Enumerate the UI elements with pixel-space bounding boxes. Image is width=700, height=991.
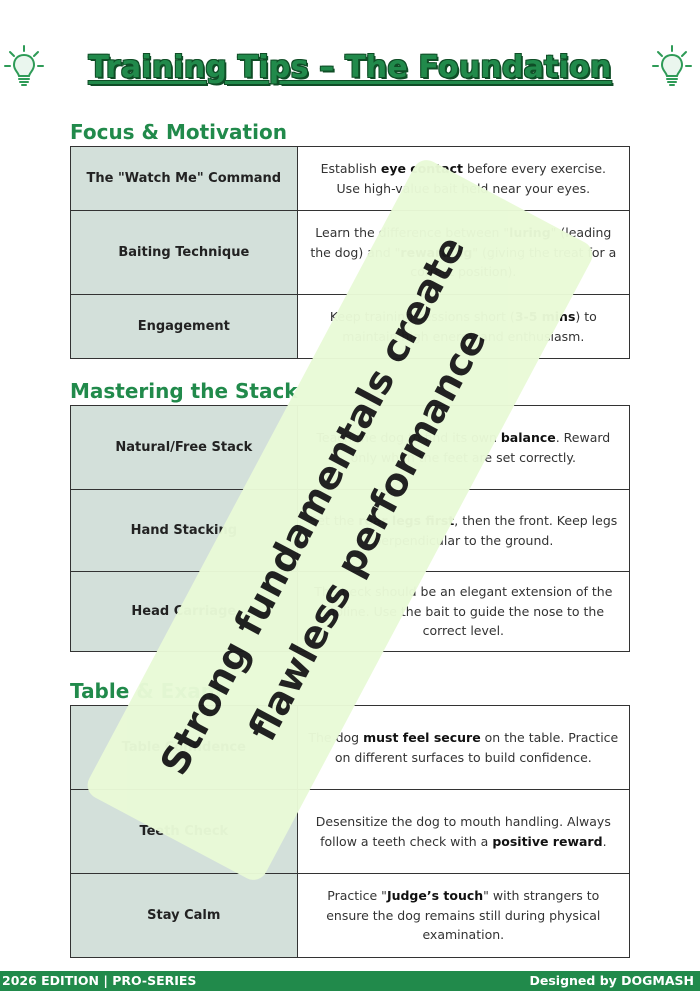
description-cell: Practice "Judge’s touch" with strangers … bbox=[296, 873, 631, 958]
topic-cell: The "Watch Me" Command bbox=[70, 146, 298, 211]
section-title: Mastering the Stack bbox=[70, 379, 298, 403]
topic-cell: Engagement bbox=[70, 294, 298, 359]
description-cell: Establish eye contact before every exerc… bbox=[296, 146, 631, 211]
footer-bar: 2026 EDITION | PRO-SERIES Designed by DO… bbox=[0, 971, 700, 991]
title-row: Training Tips – The Foundation bbox=[0, 40, 700, 100]
designer-credit: Designed by DOGMASH bbox=[529, 973, 695, 988]
page-title: Training Tips – The Foundation bbox=[88, 50, 612, 85]
description-cell: The dog must feel secure on the table. P… bbox=[296, 705, 631, 790]
edition-label: 2026 EDITION | PRO-SERIES bbox=[2, 973, 197, 988]
table-row: Stay Calm Practice "Judge’s touch" with … bbox=[70, 873, 631, 958]
lightbulb-icon bbox=[4, 45, 44, 86]
topic-cell: Baiting Technique bbox=[70, 210, 298, 295]
description-cell: Desensitize the dog to mouth handling. A… bbox=[296, 789, 631, 874]
topic-cell: Stay Calm bbox=[70, 873, 298, 958]
section-title: Focus & Motivation bbox=[70, 120, 287, 144]
lightbulb-icon bbox=[652, 45, 692, 86]
table-row: The "Watch Me" Command Establish eye con… bbox=[70, 146, 631, 211]
